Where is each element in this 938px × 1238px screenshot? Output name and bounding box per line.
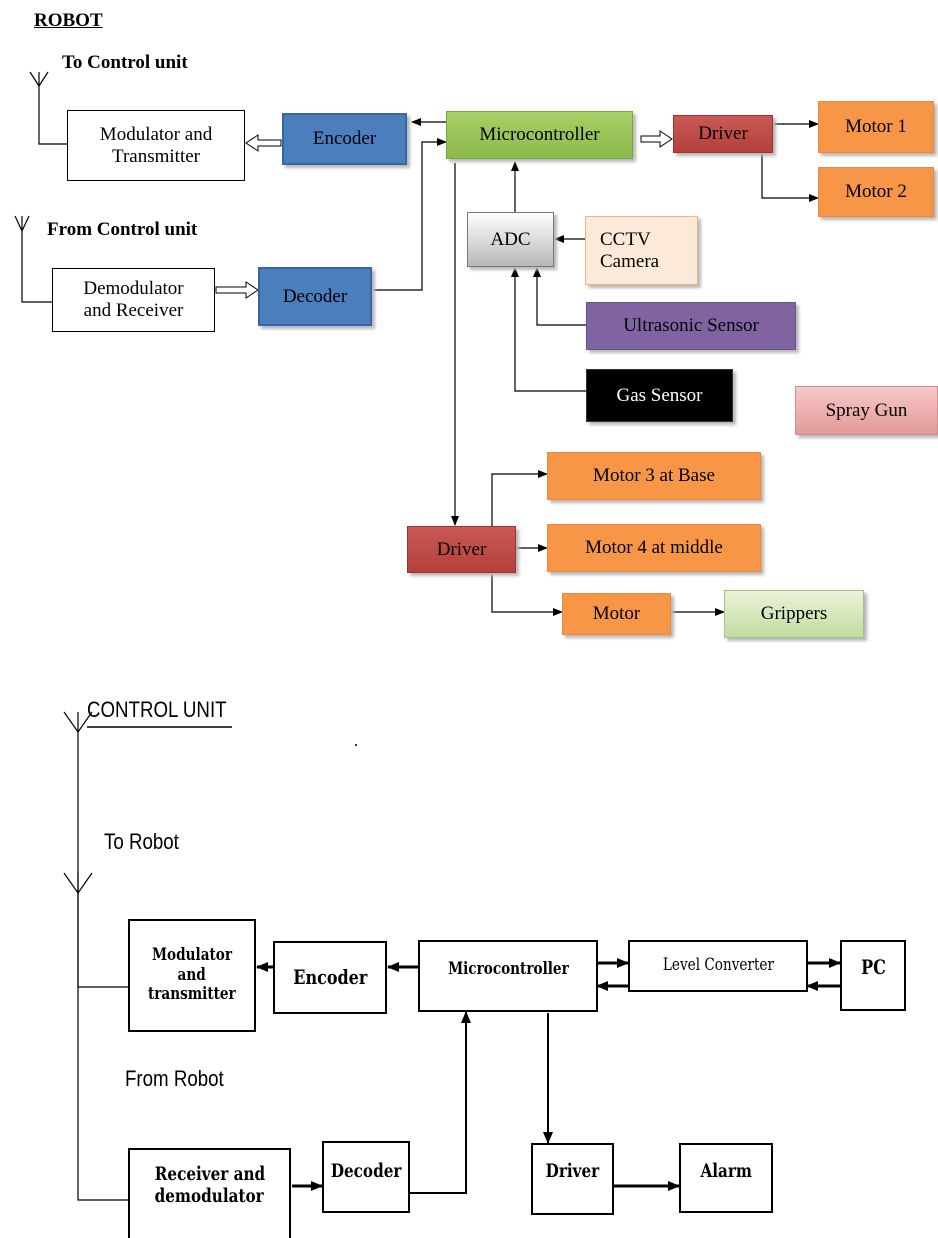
modulator-transmitter-block: Modulator and Transmitter [67, 110, 245, 181]
control-encoder-block: Encoder [273, 941, 387, 1014]
demodulator-line2: and Receiver [83, 300, 184, 321]
arrow-line [533, 267, 586, 326]
encoder-block: Encoder [282, 113, 407, 165]
control-unit-heading: CONTROL UNIT [87, 697, 227, 722]
decoder-block: Decoder [258, 267, 372, 326]
from-control-unit-label: From Control unit [47, 219, 198, 240]
alarm-label: Alarm [700, 1160, 752, 1182]
ultrasonic-sensor-block: Ultrasonic Sensor [586, 302, 796, 350]
control-decoder-block: Decoder [322, 1141, 410, 1213]
driver-block: Driver [673, 115, 773, 153]
control-microcontroller-label: Microcontroller [447, 959, 569, 979]
grippers-block: Grippers [724, 590, 864, 638]
arrow-line [761, 152, 819, 202]
arrow-line [511, 267, 586, 392]
receiver-line2: demodulator [155, 1184, 264, 1207]
antenna-icon [63, 711, 128, 1201]
demodulator-line1: Demodulator [83, 278, 184, 300]
arrow-line [491, 572, 563, 616]
hollow-arrow [215, 281, 259, 299]
control-decoder-label: Decoder [330, 1160, 402, 1182]
adc-block: ADC [467, 212, 554, 267]
spray-gun-block: Spray Gun [795, 386, 938, 435]
robot-heading: ROBOT [34, 10, 103, 31]
motor-block: Motor [562, 593, 671, 635]
control-modulator-line3: transmitter [148, 984, 236, 1005]
pc-block: PC [840, 940, 906, 1011]
receiver-line1: Receiver and [154, 1163, 265, 1185]
motor-4-block: Motor 4 at middle [547, 524, 761, 572]
arrow-line [373, 138, 447, 291]
cctv-line1: CCTV [600, 228, 651, 250]
motor-3-block: Motor 3 at Base [547, 452, 761, 500]
control-driver-block: Driver [531, 1143, 614, 1215]
control-microcontroller-block: Microcontroller [418, 940, 598, 1012]
arrow-line [491, 470, 548, 526]
demodulator-receiver-block: Demodulator and Receiver [52, 268, 215, 332]
to-control-unit-label: To Control unit [62, 52, 188, 73]
hollow-arrow [245, 134, 282, 152]
hollow-arrow [640, 130, 673, 148]
gas-sensor-block: Gas Sensor [586, 369, 733, 422]
driver-2-block: Driver [407, 526, 516, 573]
to-robot-label: To Robot [104, 829, 179, 854]
receiver-demodulator-block: Receiver and demodulator [128, 1148, 291, 1238]
antenna-icon [29, 71, 67, 145]
level-converter-block: Level Converter [628, 940, 808, 992]
pc-label: PC [860, 955, 886, 979]
microcontroller-block: Microcontroller [446, 111, 633, 159]
control-modulator-line2: and [177, 964, 207, 985]
alarm-block: Alarm [679, 1143, 773, 1213]
stray-dot [355, 744, 357, 746]
antenna-icon [14, 215, 52, 303]
control-modulator-transmitter-block: Modulator and transmitter [128, 919, 256, 1032]
antenna-icon [63, 872, 128, 988]
control-driver-label: Driver [545, 1160, 600, 1182]
level-converter-label: Level Converter [662, 955, 774, 975]
control-encoder-label: Encoder [292, 965, 368, 989]
modulator-line2: Transmitter [112, 145, 200, 167]
control-modulator-line1: Modulator [151, 945, 233, 966]
from-robot-label: From Robot [125, 1066, 224, 1091]
cctv-line2: Camera [600, 250, 660, 272]
motor-1-block: Motor 1 [818, 101, 934, 153]
cctv-camera-block: CCTV Camera [585, 216, 698, 285]
motor-2-block: Motor 2 [818, 167, 934, 217]
arrow-line [410, 1011, 471, 1194]
modulator-line1: Modulator and [99, 123, 213, 145]
